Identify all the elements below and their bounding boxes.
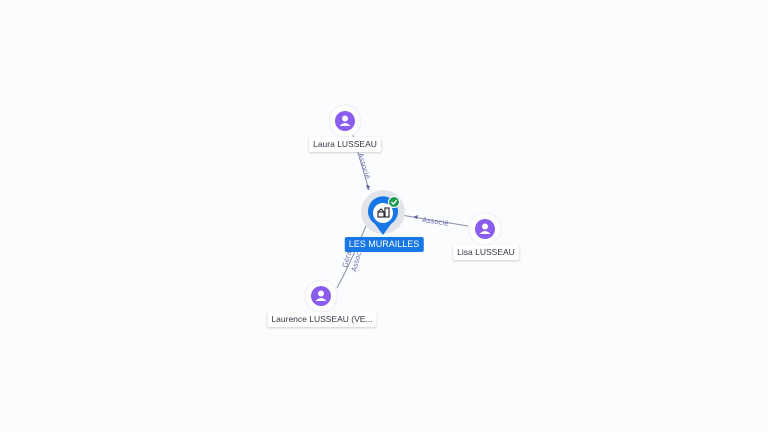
building-icon xyxy=(377,207,390,218)
verified-check-icon xyxy=(388,196,400,208)
person-node-laurence[interactable] xyxy=(304,279,338,313)
person-icon xyxy=(479,223,491,234)
person-node-laura[interactable] xyxy=(328,104,362,138)
person-icon xyxy=(339,115,351,126)
company-label[interactable]: LES MURAILLES xyxy=(344,237,424,252)
edge-label-laura: Associé xyxy=(356,152,371,180)
edge-label-lisa: Associé xyxy=(422,216,449,228)
person-label-lisa[interactable]: Lisa LUSSEAU xyxy=(453,245,519,260)
edge-lisa-arrow xyxy=(413,215,418,219)
person-node-lisa[interactable] xyxy=(468,212,502,246)
person-label-laura[interactable]: Laura LUSSEAU xyxy=(309,137,381,152)
company-node[interactable] xyxy=(361,190,405,235)
edge-laurence-company xyxy=(336,225,367,289)
person-label-laurence[interactable]: Laurence LUSSEAU (VE... xyxy=(267,312,377,327)
edge-laura-arrow xyxy=(366,185,370,190)
edge-lisa-company xyxy=(400,214,469,227)
person-icon xyxy=(315,290,327,301)
